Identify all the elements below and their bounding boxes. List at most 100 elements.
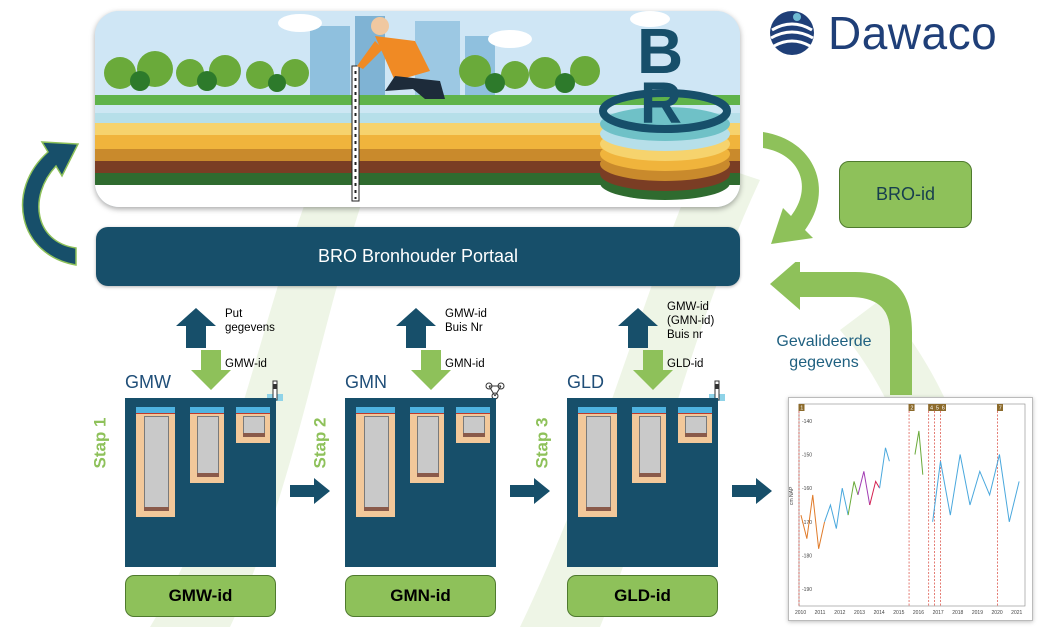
x-tick-label: 2015 — [893, 610, 904, 616]
upload-annotation-line: GMW-id — [667, 301, 709, 313]
well-illustration — [356, 407, 395, 517]
x-tick-label: 2019 — [972, 610, 983, 616]
event-marker-box — [798, 404, 805, 411]
well-tube — [417, 416, 439, 476]
water-level-line — [356, 413, 395, 414]
upload-annotation-line: Buis Nr — [445, 322, 483, 334]
upload-annotation-line: Buis nr — [667, 329, 703, 341]
series-line — [824, 488, 849, 529]
well-cap — [236, 407, 270, 413]
well-filter — [685, 433, 707, 437]
y-tick-label: -180 — [802, 554, 812, 560]
step-id-box: GLD-id — [567, 575, 718, 617]
y-tick-label: -150 — [802, 453, 812, 459]
download-annotation-line: GMW-id — [225, 358, 267, 370]
step-number-label: Stap 1 — [90, 417, 110, 469]
well-cap — [136, 407, 175, 413]
series-line — [869, 480, 881, 506]
well-filter — [586, 507, 611, 511]
bro-bronhouder-portaal: BRO Bronhouder Portaal — [96, 227, 740, 286]
bro-logo-letter-r: R — [640, 71, 682, 136]
well-filter — [197, 473, 219, 477]
validated-data-arrow-icon — [770, 262, 912, 395]
upload-arrow-icon — [396, 308, 436, 348]
water-level-line — [456, 413, 490, 414]
y-tick-label: -190 — [802, 587, 812, 593]
y-tick-label: -160 — [802, 486, 812, 492]
well-illustration — [632, 407, 666, 483]
step-panel — [345, 398, 496, 567]
event-marker-label: 6 — [942, 406, 945, 412]
download-arrow-icon — [633, 350, 673, 390]
y-tick-label: -170 — [802, 520, 812, 526]
event-marker-label: 1 — [800, 406, 803, 412]
x-tick-label: 2014 — [874, 610, 885, 616]
x-tick-label: 2016 — [913, 610, 924, 616]
download-annotation-line: GLD-id — [667, 358, 704, 370]
validated-line-1: Gevalideerde — [776, 333, 872, 350]
x-tick-label: 2020 — [992, 610, 1003, 616]
bro-id-box: BRO-id — [839, 161, 972, 228]
series-line — [932, 454, 1020, 522]
hero-illustration: B R — [95, 11, 740, 207]
well-cap — [410, 407, 444, 413]
water-level-line — [236, 413, 270, 414]
well-illustration — [578, 407, 617, 517]
event-marker-label: 2 — [910, 406, 913, 412]
well-illustration — [190, 407, 224, 483]
well-illustration — [236, 407, 270, 443]
brand-name: Dawaco — [828, 7, 998, 59]
series-line — [857, 471, 871, 506]
upload-arrow-icon — [176, 308, 216, 348]
download-annotation: GMN-id — [445, 357, 485, 371]
water-level-line — [190, 413, 224, 414]
step-panel — [567, 398, 718, 567]
event-marker-box — [939, 404, 946, 411]
well-tube — [144, 416, 169, 510]
well-tube — [639, 416, 661, 476]
x-tick-label: 2017 — [933, 610, 944, 616]
well-illustration — [410, 407, 444, 483]
step-id-box: GMW-id — [125, 575, 276, 617]
well-cap — [578, 407, 617, 413]
well-illustration — [136, 407, 175, 517]
event-marker-box — [908, 404, 915, 411]
well-filter — [243, 433, 265, 437]
step-title: GMN — [345, 372, 387, 392]
well-cap — [190, 407, 224, 413]
series-line — [800, 494, 826, 549]
upload-annotation-line: GMW-id — [445, 308, 487, 320]
return-curved-arrow-icon — [21, 141, 80, 266]
well-filter — [463, 433, 485, 437]
well-illustration — [678, 407, 712, 443]
well-filter — [364, 507, 389, 511]
event-marker-box — [996, 404, 1003, 411]
x-tick-label: 2018 — [952, 610, 963, 616]
download-arrow-icon — [411, 350, 451, 390]
step-panel — [125, 398, 276, 567]
download-annotation-line: GMN-id — [445, 358, 485, 370]
step-number-label: Stap 3 — [532, 417, 552, 469]
well-filter — [639, 473, 661, 477]
series-line — [914, 430, 924, 475]
next-step-arrow-icon — [510, 478, 550, 504]
step-title: GMW — [125, 372, 171, 392]
series-line — [879, 447, 890, 489]
bro-logo-letter-b: B — [637, 15, 683, 87]
event-marker-label: 7 — [999, 406, 1002, 412]
x-tick-label: 2021 — [1011, 610, 1022, 616]
download-annotation: GLD-id — [667, 357, 703, 371]
x-tick-label: 2010 — [795, 610, 806, 616]
plot-area — [798, 403, 1026, 607]
upload-annotation-line: (GMN-id) — [667, 315, 715, 327]
water-level-line — [632, 413, 666, 414]
water-level-line — [410, 413, 444, 414]
y-tick-label: -140 — [802, 419, 812, 425]
well-cap — [678, 407, 712, 413]
well-filter — [417, 473, 439, 477]
water-level-line — [678, 413, 712, 414]
validated-data-label: Gevalideerde gegevens — [768, 331, 880, 373]
